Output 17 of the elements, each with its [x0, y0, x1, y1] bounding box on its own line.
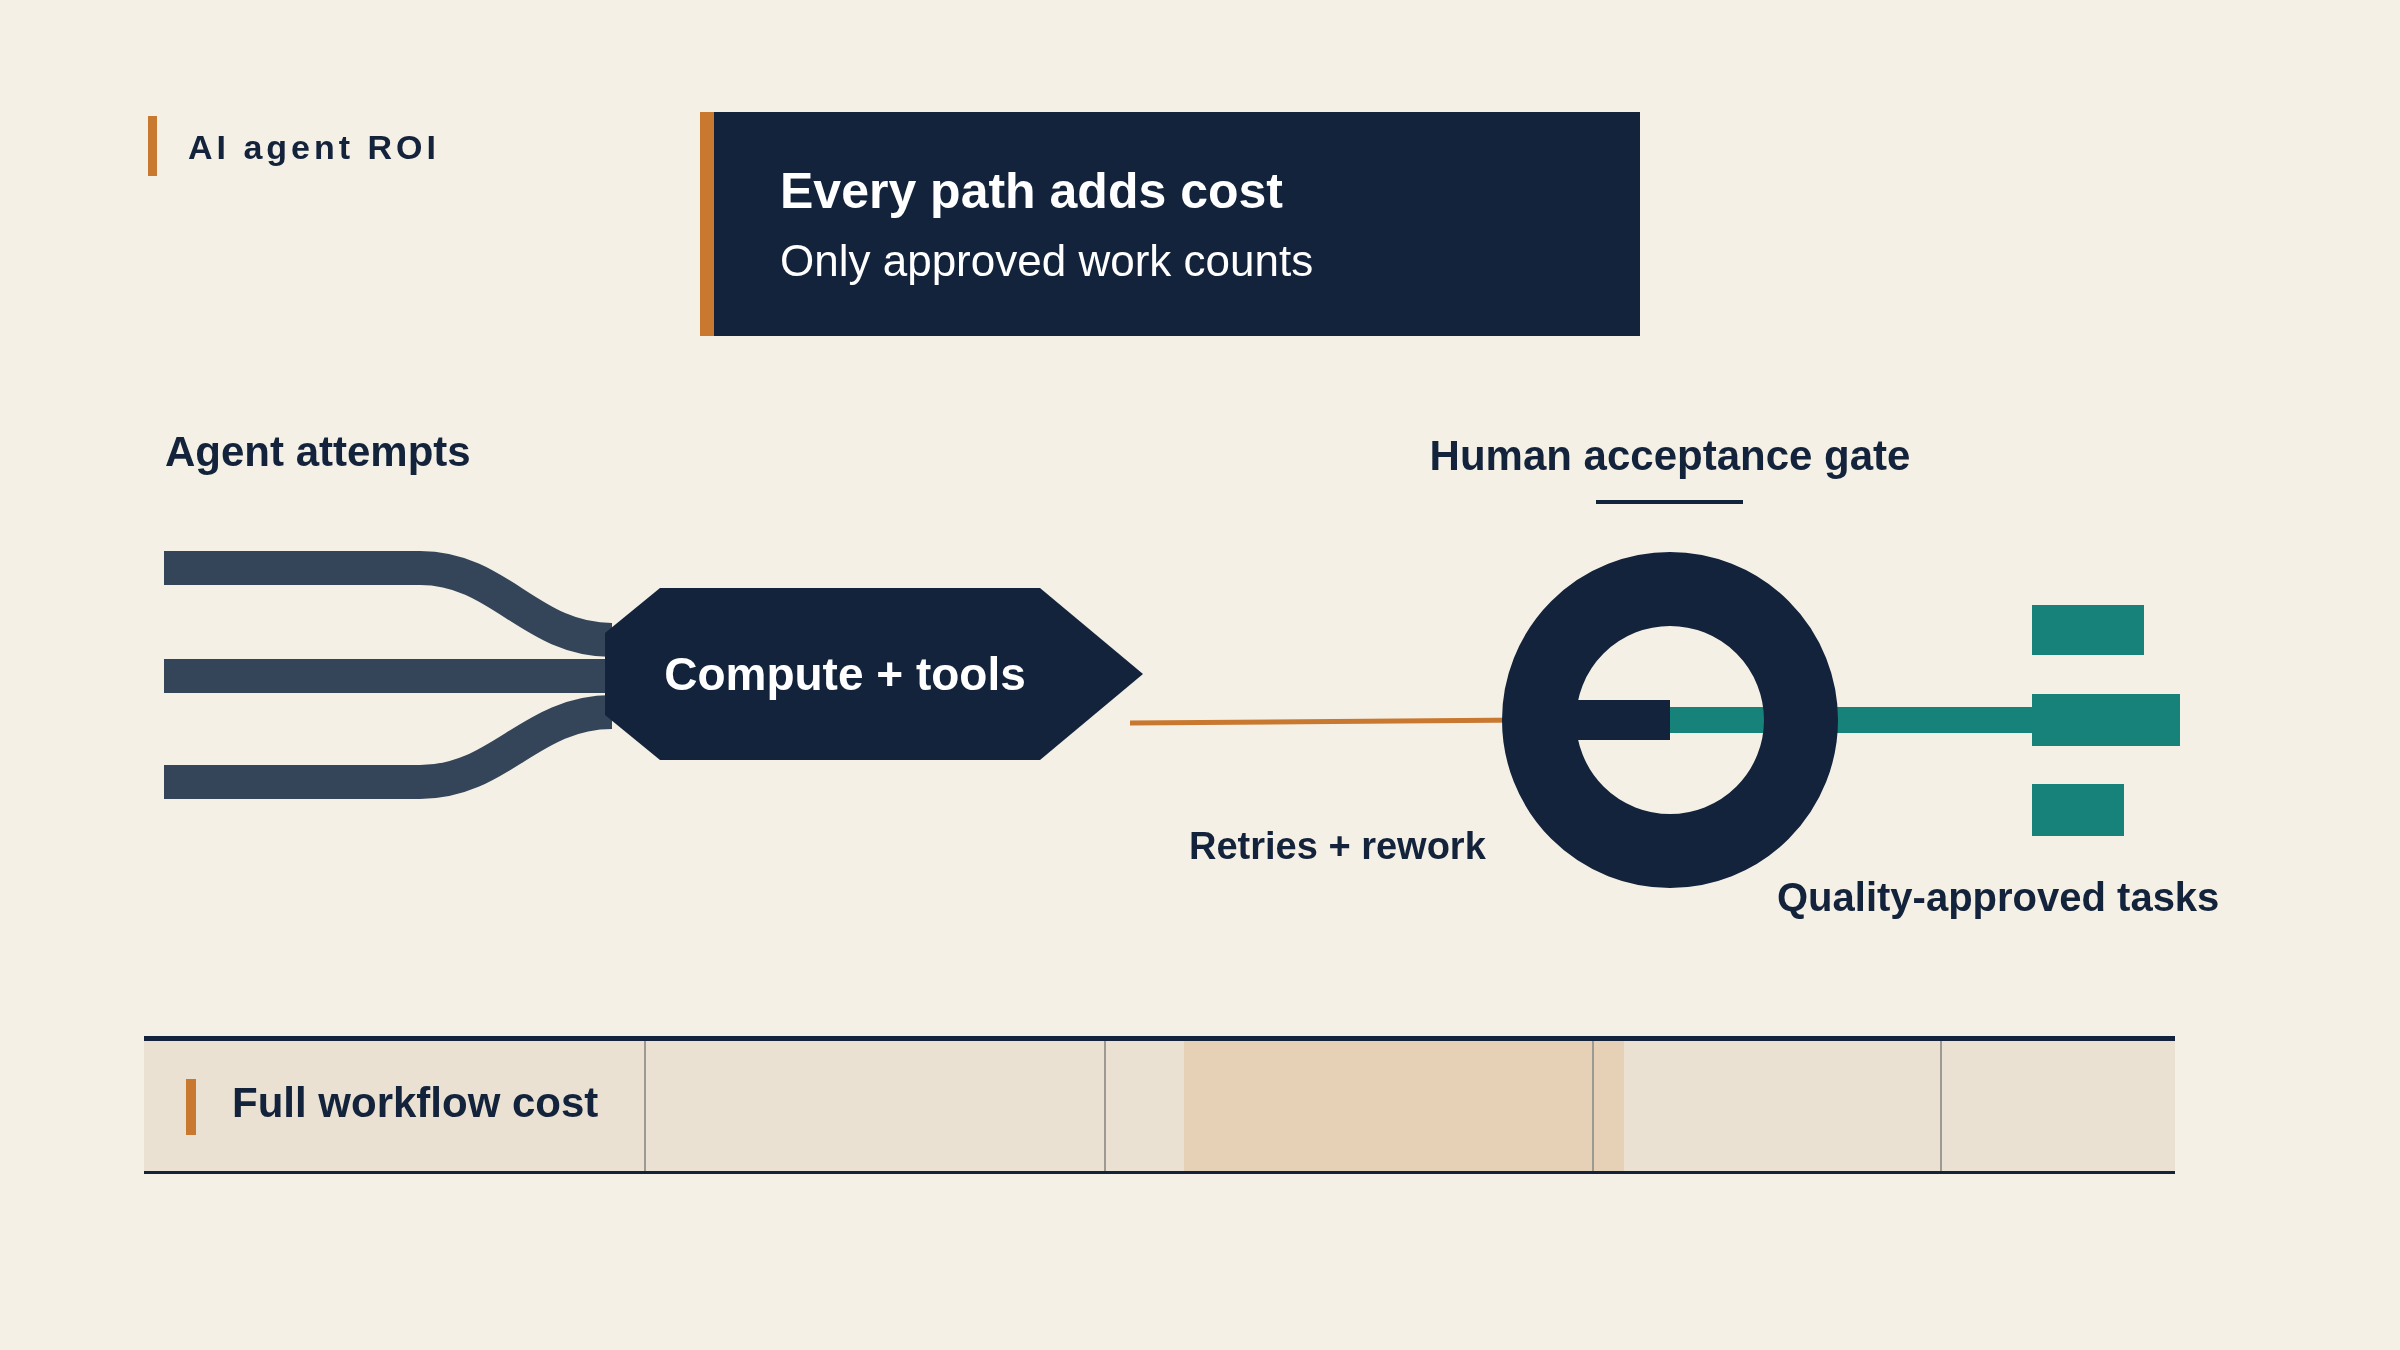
flow-band: [164, 659, 605, 693]
task-bar: [2032, 784, 2124, 836]
title-card: [700, 112, 1640, 336]
process-label: Compute + tools: [664, 647, 1026, 701]
gate-heading: Human acceptance gate: [1429, 432, 1911, 479]
task-bar: [2032, 605, 2144, 655]
flow-band: [164, 695, 614, 799]
title: Every path adds cost: [780, 162, 1283, 220]
task-bar: [2032, 694, 2180, 746]
process-hexagon: [605, 588, 1143, 760]
cost-label: Full workflow cost: [232, 1079, 599, 1127]
section-heading: Agent attempts: [165, 428, 471, 476]
section-tag: AI agent ROI: [188, 128, 441, 167]
output-label: Quality-approved tasks: [1777, 875, 2220, 920]
cost-bar: [144, 1036, 2175, 1174]
subtitle: Only approved work counts: [780, 236, 1314, 286]
flow-band: [164, 551, 614, 657]
